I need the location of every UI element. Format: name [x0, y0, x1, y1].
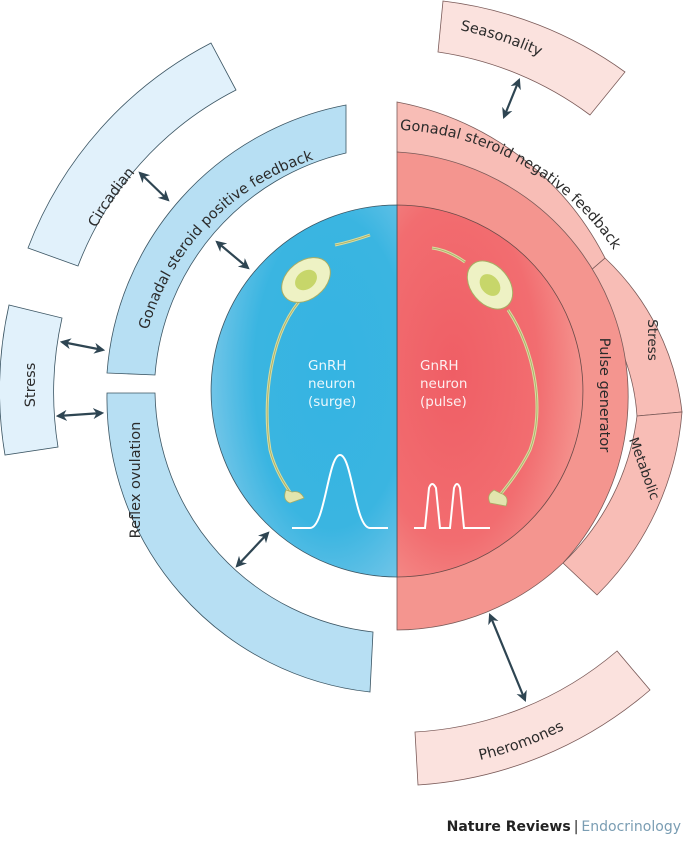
positive-feedback-arc[interactable]: [106, 104, 347, 376]
arrow-circadian-posfb: [138, 171, 170, 202]
surge-label: GnRH neuron (surge): [308, 358, 360, 410]
gnrh-pulse-core: [396, 204, 584, 578]
pheromones-arc[interactable]: [414, 650, 651, 786]
stress-right-label: Stress: [644, 319, 660, 361]
surge-waveform-icon: [292, 453, 388, 529]
axon-terminal-icon: [284, 489, 305, 504]
nucleus-icon: [479, 274, 501, 296]
circadian-arc[interactable]: [27, 42, 237, 267]
nucleus-icon: [295, 269, 317, 291]
pulse-waveform-icon: [414, 483, 490, 529]
seasonality-arc[interactable]: [437, 0, 626, 116]
arrow-seasonality-negfb: [502, 77, 521, 120]
arrow-posfb-surge: [215, 240, 250, 270]
stress-left-label: Stress: [23, 363, 39, 408]
stress-left-arc[interactable]: [0, 304, 63, 456]
neuron-surge: [265, 233, 371, 504]
journal-name: Endocrinology: [581, 819, 681, 835]
gnrh-surge-core: [210, 204, 398, 578]
publisher-name: Nature Reviews: [446, 819, 571, 835]
reflex-ovulation-arc[interactable]: [106, 392, 374, 693]
credit-separator: |: [573, 819, 579, 835]
arrow-stress-reflex: [55, 408, 105, 421]
metabolic-segment[interactable]: [562, 411, 683, 596]
pulse-generator-label: Pulse generator: [596, 338, 612, 452]
reflex-ovulation-label: Reflex ovulation: [128, 422, 144, 539]
pulse-label: GnRH neuron (pulse): [420, 358, 472, 410]
arrow-stress-posfb: [59, 338, 106, 354]
arrow-pheromones-negfb: [488, 612, 527, 703]
neuron-pulse: [431, 246, 539, 507]
axon-terminal-icon: [488, 489, 508, 507]
figure-credit: Nature Reviews|Endocrinology: [447, 819, 681, 835]
arrow-reflex-surge: [235, 531, 270, 568]
